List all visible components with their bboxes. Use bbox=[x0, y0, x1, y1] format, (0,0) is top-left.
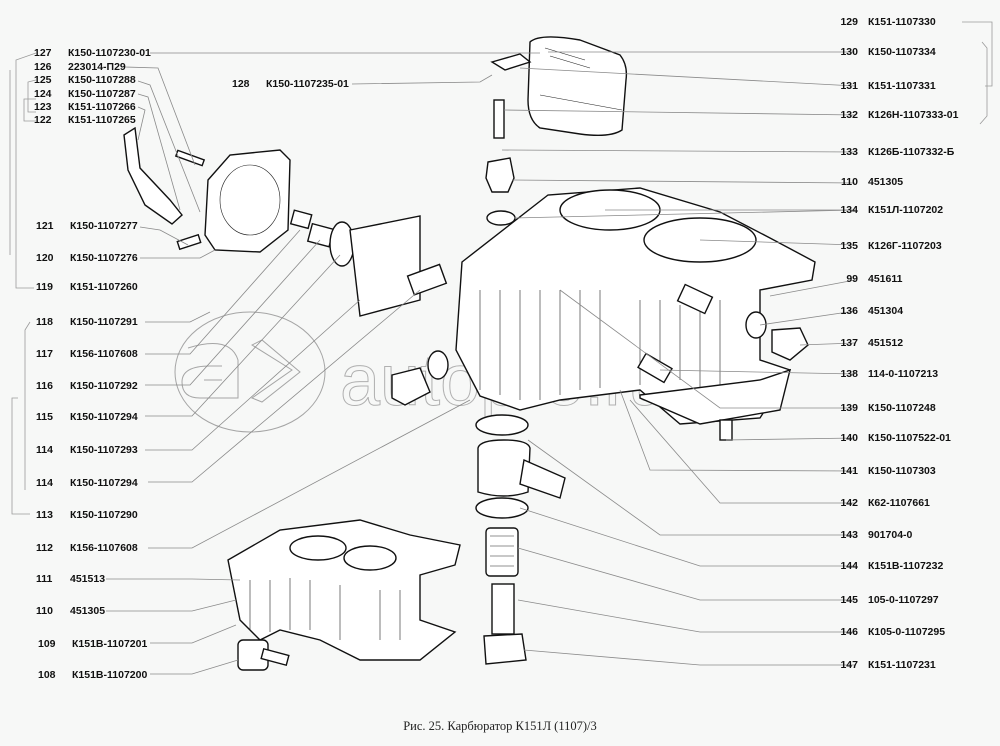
part-number: К151-1107331 bbox=[868, 80, 936, 92]
part-number: 451305 bbox=[868, 176, 904, 188]
fuel-inlet-fitting bbox=[475, 414, 566, 665]
part-number: К150-1107292 bbox=[70, 380, 138, 392]
part-number: К156-1107608 bbox=[70, 542, 138, 554]
part-number: 114-0-1107213 bbox=[868, 368, 939, 380]
part-number: К151-1107260 bbox=[70, 281, 138, 293]
part-number: К151В-1107201 bbox=[72, 638, 148, 650]
bracket-lines-left bbox=[9, 52, 37, 515]
part-number: 451513 bbox=[70, 573, 106, 585]
part-number: 105-0-1107297 bbox=[868, 594, 939, 606]
part-number: К150-1107276 bbox=[70, 252, 138, 264]
part-number: К150-1107235-01 bbox=[266, 78, 349, 90]
part-number: К126Н-1107333-01 bbox=[868, 109, 959, 121]
part-number: К150-1107303 bbox=[868, 465, 936, 477]
assembled-carburetor bbox=[227, 519, 461, 671]
part-number: К151-1107231 bbox=[868, 659, 936, 671]
side-plugs bbox=[391, 283, 809, 441]
part-number: К150-1107293 bbox=[70, 444, 138, 456]
part-number: К150-1107248 bbox=[868, 402, 936, 414]
part-number: К62-1107661 bbox=[868, 497, 930, 509]
part-number: К151В-1107232 bbox=[868, 560, 944, 572]
part-number: 451305 bbox=[70, 605, 106, 617]
bracket-lines-right bbox=[962, 21, 993, 125]
figure-caption: Рис. 25. Карбюратор К151Л (1107)/3 bbox=[403, 719, 597, 733]
part-number: К126Г-1107203 bbox=[868, 240, 942, 252]
part-number: К150-1107277 bbox=[70, 220, 138, 232]
part-number: К151В-1107200 bbox=[72, 669, 148, 681]
part-number: 901704-0 bbox=[868, 529, 913, 541]
leader-lines bbox=[106, 51, 856, 675]
part-number: К126Б-1107332-Б bbox=[868, 146, 955, 158]
part-number: 451304 bbox=[868, 305, 904, 317]
part-number: К150-1107290 bbox=[70, 509, 138, 521]
part-number: К150-1107294 bbox=[70, 477, 138, 489]
part-number: К150-1107230-01 bbox=[68, 47, 151, 59]
part-number: К150-1107334 bbox=[868, 46, 936, 58]
needle-valve bbox=[485, 157, 516, 226]
part-number: К150-1107287 bbox=[68, 88, 136, 100]
part-number: К150-1107522-01 bbox=[868, 432, 951, 444]
part-number: 451611 bbox=[868, 273, 903, 285]
pump-cover bbox=[123, 126, 448, 317]
part-number: К156-1107608 bbox=[70, 348, 138, 360]
part-number: К151Л-1107202 bbox=[868, 204, 944, 216]
part-number: 223014-П29 bbox=[68, 61, 126, 73]
part-number: К151-1107266 bbox=[68, 101, 136, 113]
part-number: К105-0-1107295 bbox=[868, 626, 946, 638]
part-number: 451512 bbox=[868, 337, 904, 349]
part-number: К150-1107288 bbox=[68, 74, 136, 86]
part-number: К151-1107330 bbox=[868, 16, 936, 28]
part-number: К150-1107291 bbox=[70, 316, 138, 328]
part-number: К150-1107294 bbox=[70, 411, 138, 423]
part-number: К151-1107265 bbox=[68, 114, 136, 126]
